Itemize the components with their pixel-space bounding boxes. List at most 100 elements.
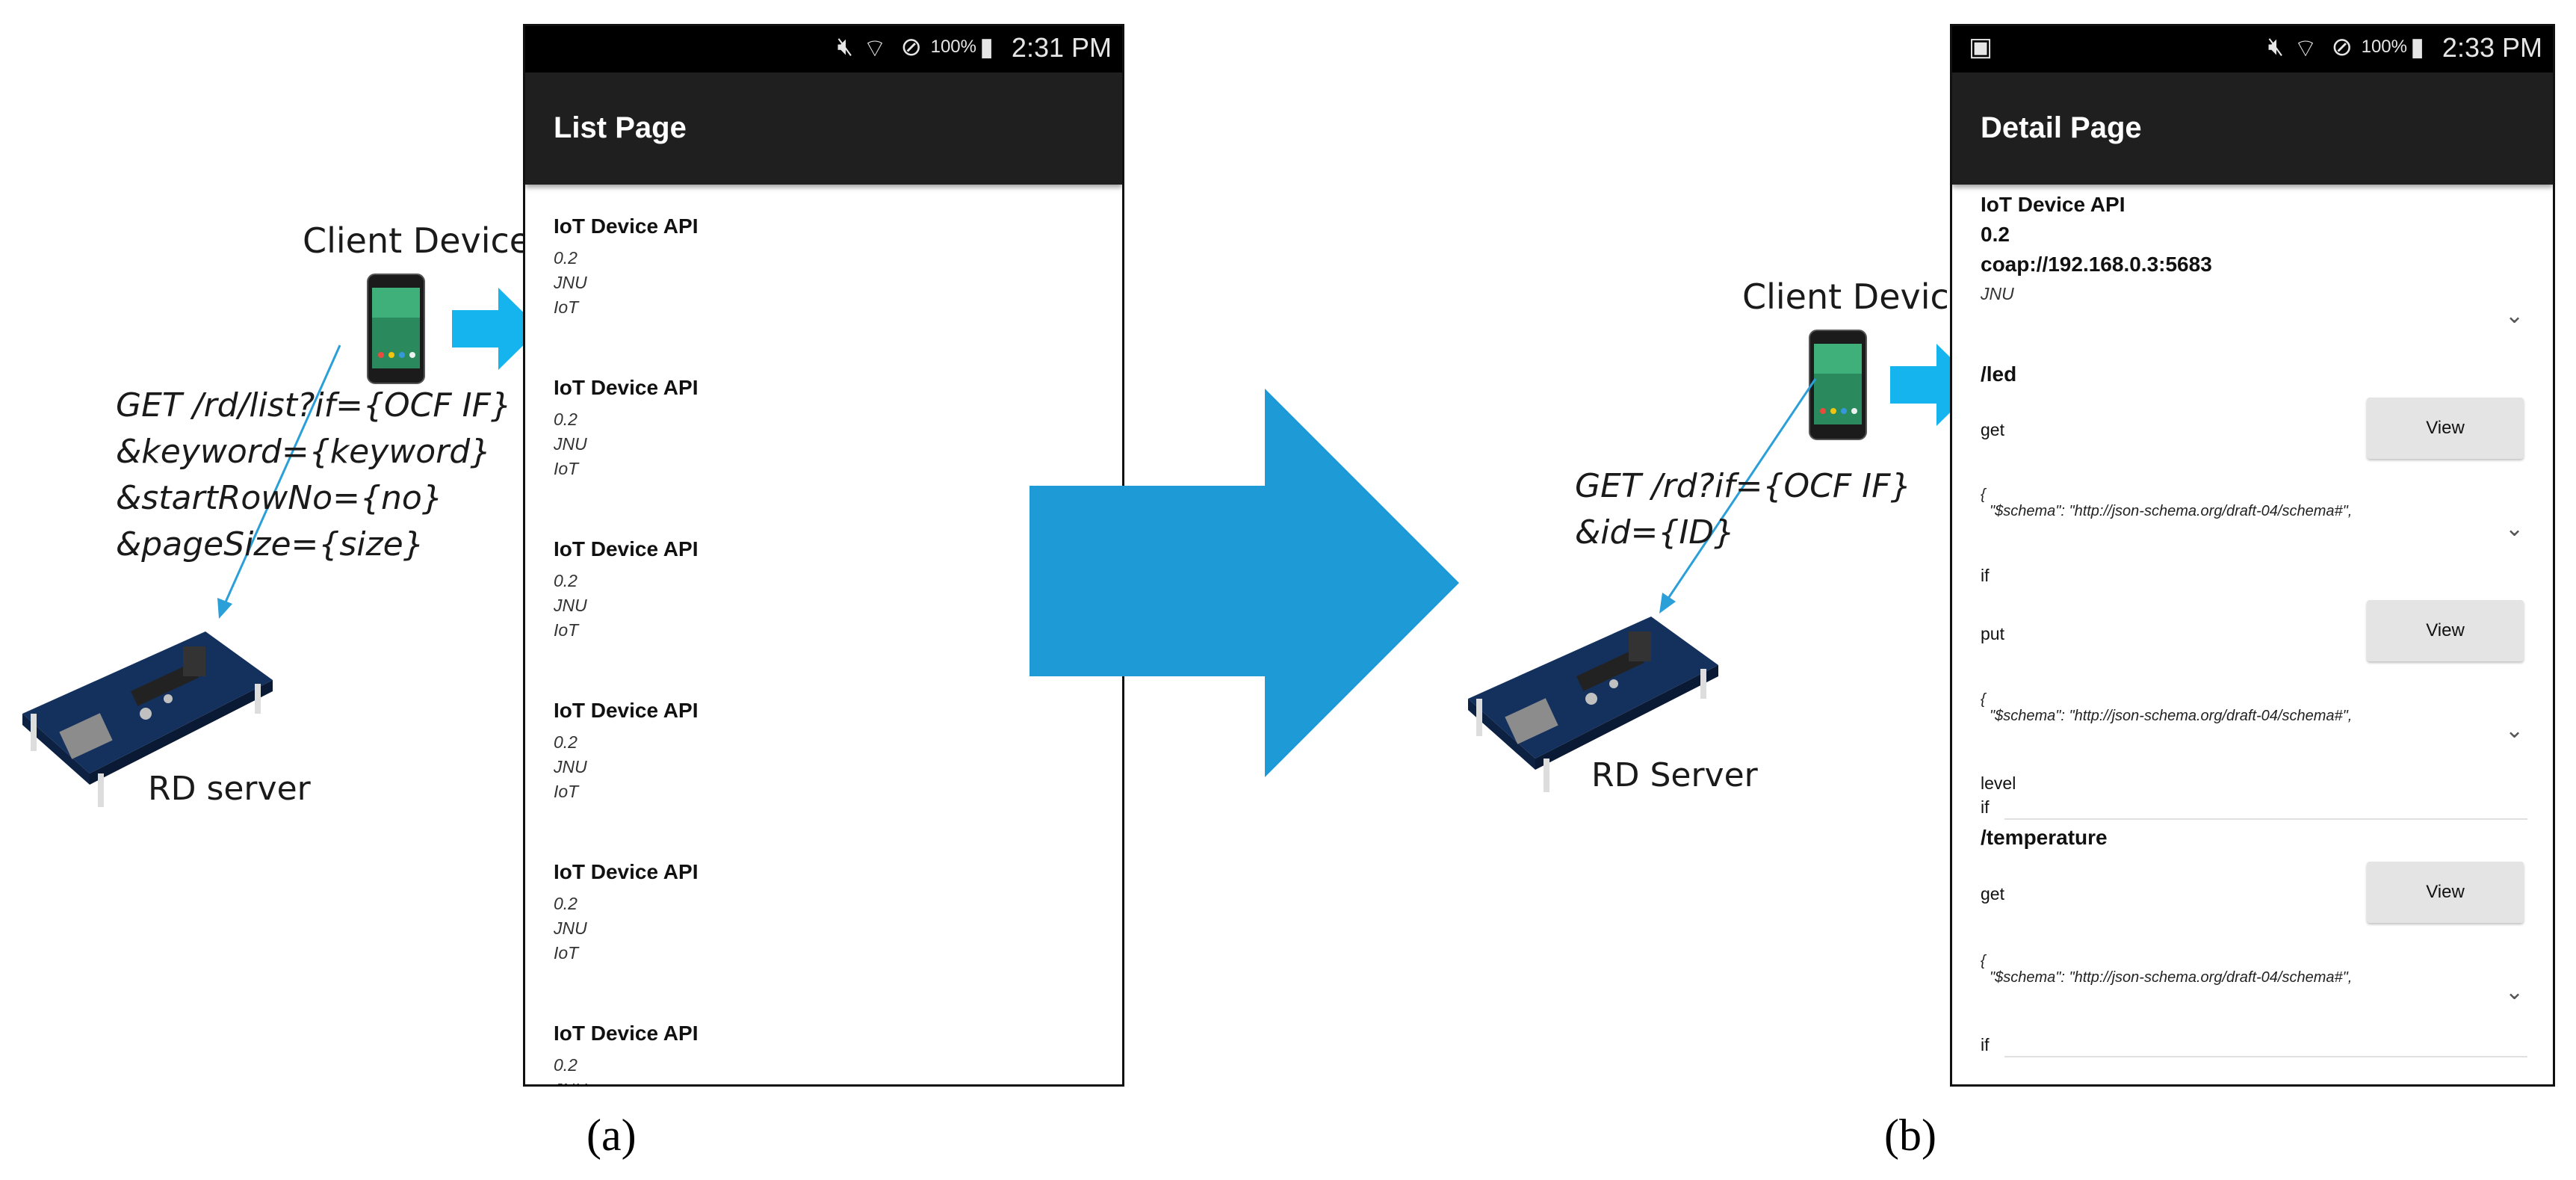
battery-icon: ▮: [2410, 33, 2424, 61]
mute-icon: 🔇︎: [837, 32, 853, 61]
do-not-disturb-icon: ⊘: [2331, 33, 2353, 61]
request-arrow: [1659, 378, 1817, 614]
chevron-down-icon[interactable]: ⌄: [2505, 980, 2524, 1004]
divider: [2004, 1056, 2527, 1057]
chevron-down-icon[interactable]: ⌄: [2505, 516, 2524, 541]
list-item-tag: IoT: [554, 620, 579, 640]
api-title: IoT Device API: [1981, 193, 2125, 216]
list-item-version: 0.2: [554, 1055, 578, 1075]
list-item-version: 0.2: [554, 732, 578, 752]
request-text: GET /rd?if={OCF IF} &id={ID}: [1575, 463, 1911, 556]
app-bar: List Page: [525, 72, 1122, 185]
level-label: level: [1981, 773, 2016, 793]
page-title: List Page: [554, 111, 687, 144]
request-line: GET /rd?if={OCF IF}: [1575, 467, 1912, 505]
schema-brace: {: [1981, 486, 1986, 503]
list-item-version: 0.2: [554, 248, 578, 268]
list-item-title: IoT Device API: [554, 376, 699, 399]
request-line: GET /rd/list?if={OCF IF}: [116, 386, 512, 424]
list-item-org: JNU: [554, 434, 587, 454]
list-item-title: IoT Device API: [554, 860, 699, 883]
list-item-tag: IoT: [554, 297, 579, 317]
list-item-tag: IoT: [554, 459, 579, 478]
list-item-org: JNU: [554, 273, 587, 292]
view-button[interactable]: View: [2367, 398, 2524, 459]
list-item-title: IoT Device API: [554, 537, 699, 560]
list-item-version: 0.2: [554, 410, 578, 429]
client-device-label: Client Device: [303, 220, 531, 261]
api-org: JNU: [1981, 284, 2014, 303]
request-line: &pageSize={size}: [116, 525, 424, 563]
api-version: 0.2: [1981, 223, 2010, 246]
rd-server-label: RD server: [148, 770, 311, 808]
list-item-version: 0.2: [554, 894, 578, 913]
rd-server-label: RD Server: [1591, 756, 1758, 794]
divider: [2004, 818, 2527, 820]
transition-arrow: [1030, 389, 1459, 777]
status-bar: ▣ 🔇︎ ⌔ ⊘ 100% ▮ 2:33 PM: [1952, 26, 2553, 72]
list-item-tag: IoT: [554, 782, 579, 801]
wifi-icon: ⌔: [863, 34, 887, 63]
rd-server-board-icon: [22, 631, 273, 807]
view-button[interactable]: View: [2367, 600, 2524, 661]
battery-percent: 100%: [2361, 37, 2407, 57]
list-item-tag: IoT: [554, 943, 579, 963]
api-address: coap://192.168.0.3:5683: [1981, 253, 2212, 276]
if-label: if: [1981, 797, 1990, 817]
view-button[interactable]: View: [2367, 862, 2524, 923]
detail-page-screen: ▣ 🔇︎ ⌔ ⊘ 100% ▮ 2:33 PM Detail Page IoT …: [1950, 24, 2555, 1087]
status-time: 2:31 PM: [1011, 32, 1112, 63]
list-item-title: IoT Device API: [554, 1022, 699, 1045]
request-line: &keyword={keyword}: [116, 433, 492, 471]
list-item-title: IoT Device API: [554, 214, 699, 238]
battery-icon: ▮: [979, 33, 994, 61]
figure-sublabel-b: (b): [1884, 1111, 1936, 1160]
request-line: &id={ID}: [1575, 513, 1736, 552]
chevron-down-icon[interactable]: ⌄: [2505, 303, 2524, 328]
method-name: get: [1981, 884, 2004, 903]
schema-text: "$schema": "http://json-schema.org/draft…: [1990, 708, 2353, 724]
client-device-label: Client Device: [1742, 277, 1971, 317]
do-not-disturb-icon: ⊘: [900, 33, 923, 61]
list-item-org: JNU: [554, 918, 587, 938]
schema-text: "$schema": "http://json-schema.org/draft…: [1990, 503, 2353, 519]
request-arrow: [217, 345, 341, 619]
list-page-screen: 🔇︎ ⌔ ⊘ 100% ▮ 2:31 PM List Page IoT Devi…: [523, 24, 1124, 1087]
list-item-org: JNU: [554, 596, 587, 615]
chevron-down-icon[interactable]: ⌄: [2505, 718, 2524, 743]
schema-brace: {: [1981, 691, 1986, 708]
if-label: if: [1981, 566, 1990, 585]
rd-server-board-icon: [1468, 617, 1718, 792]
list-item-org: JNU: [554, 1078, 587, 1084]
method-name: get: [1981, 420, 2004, 439]
mute-icon: 🔇︎: [2267, 32, 2284, 61]
smartphone-icon: [367, 274, 425, 384]
method-name: put: [1981, 624, 2004, 643]
wifi-icon: ⌔: [2294, 34, 2318, 63]
schema-brace: {: [1981, 953, 1986, 969]
figure-sublabel-a: (a): [586, 1111, 637, 1160]
if-label: if: [1981, 1035, 1990, 1054]
schema-text: "$schema": "http://json-schema.org/draft…: [1990, 969, 2353, 986]
list-item-version: 0.2: [554, 571, 578, 590]
resource-path: /temperature: [1981, 826, 2108, 849]
request-line: &startRowNo={no}: [116, 479, 443, 517]
smartphone-icon: [1809, 330, 1867, 440]
request-text: GET /rd/list?if={OCF IF} &keyword={keywo…: [116, 383, 512, 568]
app-bar: Detail Page: [1952, 72, 2553, 185]
battery-percent: 100%: [930, 37, 976, 57]
resource-path: /led: [1981, 362, 2017, 386]
list-item-org: JNU: [554, 757, 587, 776]
status-time: 2:33 PM: [2442, 32, 2542, 63]
flow-arrow-small: [452, 288, 540, 370]
status-bar: 🔇︎ ⌔ ⊘ 100% ▮ 2:31 PM: [525, 26, 1122, 72]
page-title: Detail Page: [1981, 111, 2142, 144]
list-item-title: IoT Device API: [554, 699, 699, 722]
screenshot-icon: ▣: [1969, 33, 1993, 61]
